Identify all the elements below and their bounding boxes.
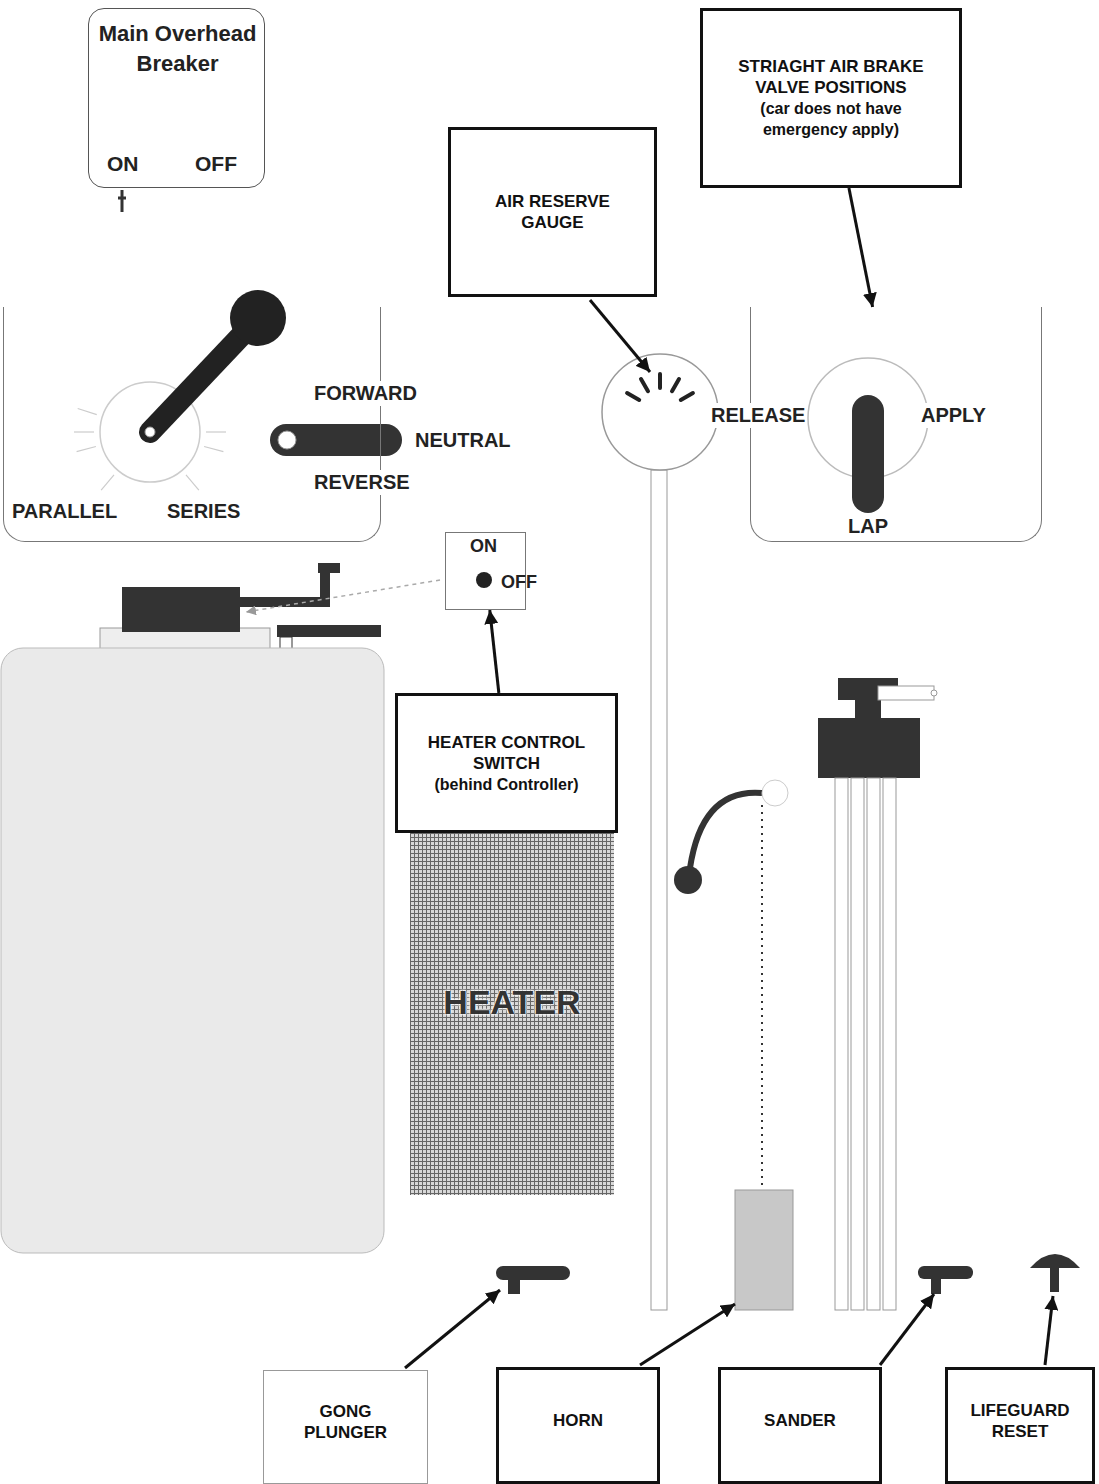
gauge-tick (658, 374, 662, 388)
lever-pivot (145, 427, 155, 437)
callout-text: LIFEGUARD RESET (968, 1400, 1072, 1442)
gauge-tick (672, 379, 679, 391)
callout-box: SANDER (718, 1367, 882, 1484)
gauge-tick (681, 393, 693, 400)
callout-box: HEATER CONTROL SWITCH(behind Controller) (395, 693, 618, 833)
notch-ray (78, 409, 97, 415)
horn-pulley (762, 780, 788, 806)
gauge-tick (641, 379, 648, 391)
gong-plunger-stem (508, 1278, 520, 1294)
gauge-pipe (651, 470, 667, 1310)
reverser-pivot (278, 431, 296, 449)
valve-body (818, 718, 920, 778)
horn-body (735, 1190, 793, 1310)
control-label: HEATER (410, 981, 614, 1024)
sander-plunger (918, 1266, 973, 1279)
callout-box: LIFEGUARD RESET (945, 1367, 1095, 1484)
lever-knob (230, 290, 286, 346)
callout-text: HEATER CONTROL SWITCH (418, 732, 595, 774)
heater-grid: HEATER (410, 833, 614, 1195)
controller-arm (318, 563, 340, 573)
valve-pipe (835, 778, 848, 1310)
callout-text: HORN (553, 1410, 603, 1431)
notch-ray (206, 431, 226, 432)
controller-arm (240, 597, 330, 607)
control-label: SERIES (165, 499, 242, 524)
callout-box: GONG PLUNGER (263, 1370, 428, 1484)
gong-plunger (496, 1266, 570, 1280)
air-gauge (602, 354, 718, 470)
reverser-bar (277, 625, 381, 637)
callout-box: STRIAGHT AIR BRAKE VALVE POSITIONS(car d… (700, 8, 962, 188)
leader-line (590, 300, 650, 372)
control-label: OFF (501, 571, 537, 594)
controller-body (1, 648, 384, 1253)
valve-neck (855, 695, 881, 720)
horn-pull (690, 793, 762, 868)
callout-text: (behind Controller) (435, 774, 579, 795)
valve-pipe (867, 778, 880, 1310)
valve-pipes (835, 778, 896, 1310)
notch-ray (101, 475, 114, 490)
control-label: APPLY (919, 403, 988, 428)
notch-ray (186, 475, 199, 490)
callout-text: SANDER (764, 1410, 836, 1431)
control-label: Main Overhead Breaker (89, 19, 266, 79)
control-label: PARALLEL (10, 499, 119, 524)
leader-line (640, 1304, 735, 1365)
valve-pipe (878, 686, 934, 700)
control-label: LAP (846, 514, 890, 539)
leader-line (880, 1294, 934, 1365)
callout-box: HORN (496, 1367, 660, 1484)
valve-pipe (851, 778, 864, 1310)
valve-pipe-end (931, 690, 937, 696)
switch-box: ONOFF (445, 532, 526, 610)
gauge-tick (627, 393, 639, 400)
callout-arrow (849, 188, 873, 307)
callout-text: GONG PLUNGER (294, 1401, 397, 1443)
lifeguard-stem (1050, 1266, 1059, 1292)
notch-ray (74, 431, 94, 432)
control-label: FORWARD (312, 381, 419, 406)
reverser-handle (270, 424, 402, 456)
control-label: OFF (195, 151, 237, 177)
controller-panel: FORWARDNEUTRALREVERSEPARALLELSERIES (3, 307, 381, 542)
valve-pipe (883, 778, 896, 1310)
brake-handle (852, 395, 884, 513)
controller-cap (122, 587, 240, 632)
control-label: REVERSE (312, 470, 412, 495)
notch-ray (204, 446, 223, 451)
gauge-ticks (627, 374, 693, 400)
horn-pull-ball (674, 866, 702, 894)
control-label: ON (470, 535, 497, 558)
callout-text: AIR RESERVE GAUGE (491, 191, 614, 233)
control-label: RELEASE (709, 403, 807, 428)
sander-plunger-stem (931, 1277, 941, 1294)
callout-text: (car does not have emergency apply) (733, 98, 929, 140)
breaker-box: Main Overhead BreakerON OFF (88, 8, 265, 188)
switch-knob (476, 572, 492, 588)
callout-text: STRIAGHT AIR BRAKE VALVE POSITIONS (733, 56, 929, 98)
brake-valve-panel: RELEASEAPPLYLAP (750, 307, 1042, 542)
callout-arrow (490, 610, 499, 693)
leader-line (1045, 1296, 1053, 1365)
breaker-toggle (118, 190, 126, 212)
callout-box: AIR RESERVE GAUGE (448, 127, 657, 297)
leader-line (405, 1290, 500, 1368)
lifeguard-button (1030, 1254, 1080, 1268)
horn-cord (761, 805, 763, 1190)
notch-ray (77, 446, 96, 451)
control-label: NEUTRAL (413, 428, 513, 453)
control-label: ON (107, 151, 139, 177)
switch-link (246, 580, 440, 612)
